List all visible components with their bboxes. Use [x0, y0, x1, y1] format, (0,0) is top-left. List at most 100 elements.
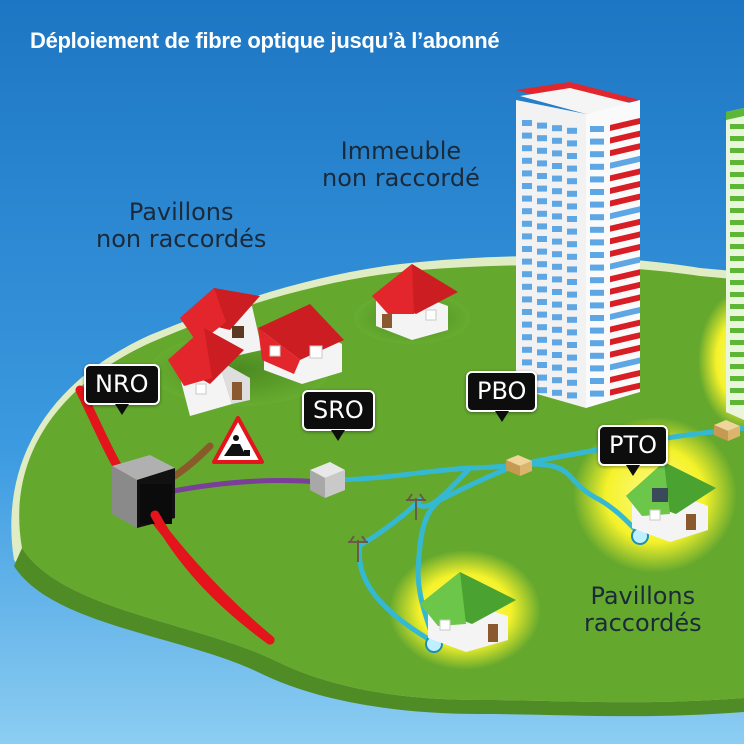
building-window	[552, 251, 562, 258]
building-window	[590, 214, 604, 221]
tag-nro: NRO	[84, 364, 160, 405]
building-window	[537, 160, 547, 167]
building-balcony	[730, 316, 744, 321]
building-balcony	[610, 143, 640, 157]
building-balcony	[730, 352, 744, 357]
building-window	[590, 126, 604, 132]
label-pavillons-raccordes: Pavillons raccordés	[584, 583, 702, 637]
building-balcony	[730, 184, 744, 189]
building-window	[567, 329, 577, 336]
building-window	[567, 241, 577, 248]
building-window	[552, 238, 562, 245]
building-window	[537, 273, 547, 280]
building-balcony	[610, 344, 640, 358]
building-balcony	[730, 244, 744, 249]
building-balcony	[730, 220, 744, 225]
building-window	[590, 176, 604, 183]
building-window	[590, 352, 604, 359]
building-window	[522, 246, 532, 252]
building-window	[590, 189, 604, 195]
building-window	[552, 352, 562, 358]
house-icon	[258, 304, 344, 384]
building-balcony	[730, 148, 744, 153]
building-window	[522, 220, 532, 227]
building-window	[552, 213, 562, 220]
label-line: non raccordé	[322, 164, 480, 192]
tag-sro: SRO	[302, 390, 375, 431]
building-window	[590, 277, 604, 284]
building-balcony	[610, 256, 640, 270]
building-balcony	[610, 294, 640, 308]
building-window	[522, 120, 532, 126]
building-balcony	[610, 181, 640, 194]
building-window	[552, 389, 562, 396]
building-window	[567, 228, 577, 235]
building-balcony	[730, 376, 744, 381]
building-window	[537, 236, 547, 242]
label-pavillons-non-raccordes: Pavillons non raccordés	[96, 199, 266, 253]
building-window	[537, 349, 547, 356]
building-window	[567, 291, 577, 298]
building-window	[537, 185, 547, 192]
building-balcony	[610, 319, 640, 333]
building-balcony	[610, 382, 640, 396]
building-window	[522, 283, 532, 290]
building-window	[590, 151, 604, 158]
cable-box-icon	[506, 455, 532, 476]
building-window	[567, 392, 577, 399]
building-balcony	[730, 256, 744, 261]
building-balcony	[610, 332, 640, 346]
building-balcony	[730, 136, 744, 141]
building-window	[590, 252, 604, 258]
building-balcony	[610, 118, 640, 131]
building-window	[537, 286, 547, 293]
utility-pole-icon	[348, 535, 368, 562]
building-window	[552, 263, 562, 270]
building-balcony	[610, 193, 640, 207]
building-window	[552, 200, 562, 207]
building-balcony	[730, 208, 744, 213]
building-window	[537, 198, 547, 205]
cable-box-icon	[714, 420, 740, 441]
building-window	[590, 201, 604, 208]
building-window	[522, 195, 532, 202]
building-window	[590, 390, 604, 397]
building-balcony	[730, 280, 744, 285]
building-window	[567, 266, 577, 273]
building-balcony	[610, 168, 640, 182]
building-window	[537, 135, 547, 142]
building-window	[537, 324, 547, 331]
tag-pbo: PBO	[466, 371, 538, 412]
building-window	[590, 327, 604, 334]
building-balcony	[610, 155, 640, 169]
building-window	[552, 137, 562, 144]
house-icon	[168, 328, 250, 416]
building-icon	[726, 108, 744, 420]
building-window	[552, 226, 562, 232]
building-window	[567, 304, 577, 311]
building-balcony	[730, 340, 744, 345]
building-window	[552, 175, 562, 182]
building-window	[537, 122, 547, 129]
label-line: non raccordés	[96, 225, 267, 253]
sro-box	[310, 462, 345, 498]
building-balcony	[730, 364, 744, 369]
building-window	[537, 362, 547, 368]
building-window	[567, 203, 577, 210]
building-window	[590, 163, 604, 170]
building-window	[552, 377, 562, 384]
building-window	[590, 340, 604, 347]
building-window	[537, 173, 547, 179]
building-window	[537, 223, 547, 230]
building-balcony	[730, 400, 744, 405]
building-window	[552, 314, 562, 321]
building-window	[567, 127, 577, 134]
building-balcony	[610, 218, 640, 232]
building-window	[552, 326, 562, 333]
building-balcony	[730, 124, 744, 129]
building-window	[590, 365, 604, 372]
building-window	[590, 289, 604, 296]
building-window	[567, 316, 577, 323]
label-line: raccordés	[584, 609, 702, 637]
building-window	[537, 387, 547, 394]
